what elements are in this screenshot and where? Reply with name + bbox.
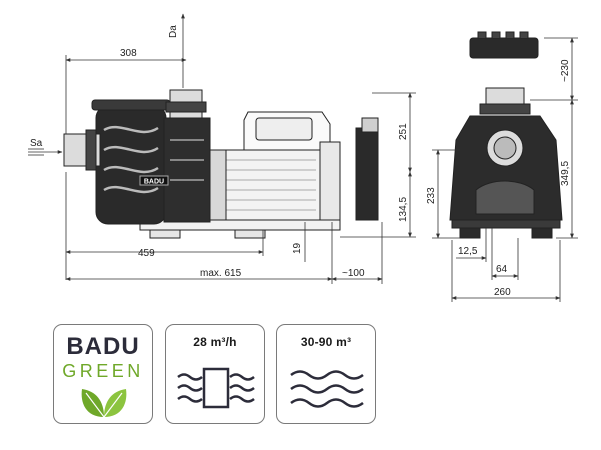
dim-230: ~230 (560, 59, 571, 82)
side-view-pump (63, 89, 379, 239)
dim-19: 19 (292, 242, 303, 254)
pump-flow-icon (177, 367, 255, 409)
dim-max-615: max. 615 (200, 268, 242, 279)
label-da: Da (168, 25, 179, 38)
flow-rate-card: 28 m³/h (165, 324, 265, 424)
label-sa: Sa (30, 138, 43, 149)
dim-134-5: 134,5 (398, 197, 409, 222)
badu-text: BADU (66, 333, 140, 360)
water-waves-icon (290, 370, 364, 408)
fan-cover (355, 127, 379, 221)
pump-badge-text: BADU (144, 179, 164, 186)
flow-rate-label: 28 m³/h (193, 335, 237, 349)
dim-64: 64 (496, 264, 508, 275)
dim-459: 459 (138, 248, 155, 259)
side-dimensions (28, 13, 416, 284)
dim-260: 260 (494, 287, 511, 298)
motor-body (209, 149, 321, 221)
dim-100: ~100 (342, 268, 365, 279)
dim-308: 308 (120, 48, 137, 59)
leaf-icon (81, 389, 127, 418)
green-text: GREEN (62, 361, 144, 381)
prefilter-housing (95, 105, 167, 225)
pool-volume-label: 30-90 m³ (300, 335, 352, 349)
front-lid (469, 37, 539, 59)
dim-233: 233 (426, 187, 437, 204)
pump-housing (163, 117, 211, 223)
dim-12-5: 12,5 (458, 246, 478, 257)
badu-green-badge: BADU GREEN (53, 324, 153, 424)
front-dimensions (432, 37, 578, 302)
front-view-pump (449, 31, 563, 239)
dim-349-5: 349,5 (560, 161, 571, 186)
pool-volume-card: 30-90 m³ (276, 324, 376, 424)
dim-251: 251 (398, 123, 409, 140)
